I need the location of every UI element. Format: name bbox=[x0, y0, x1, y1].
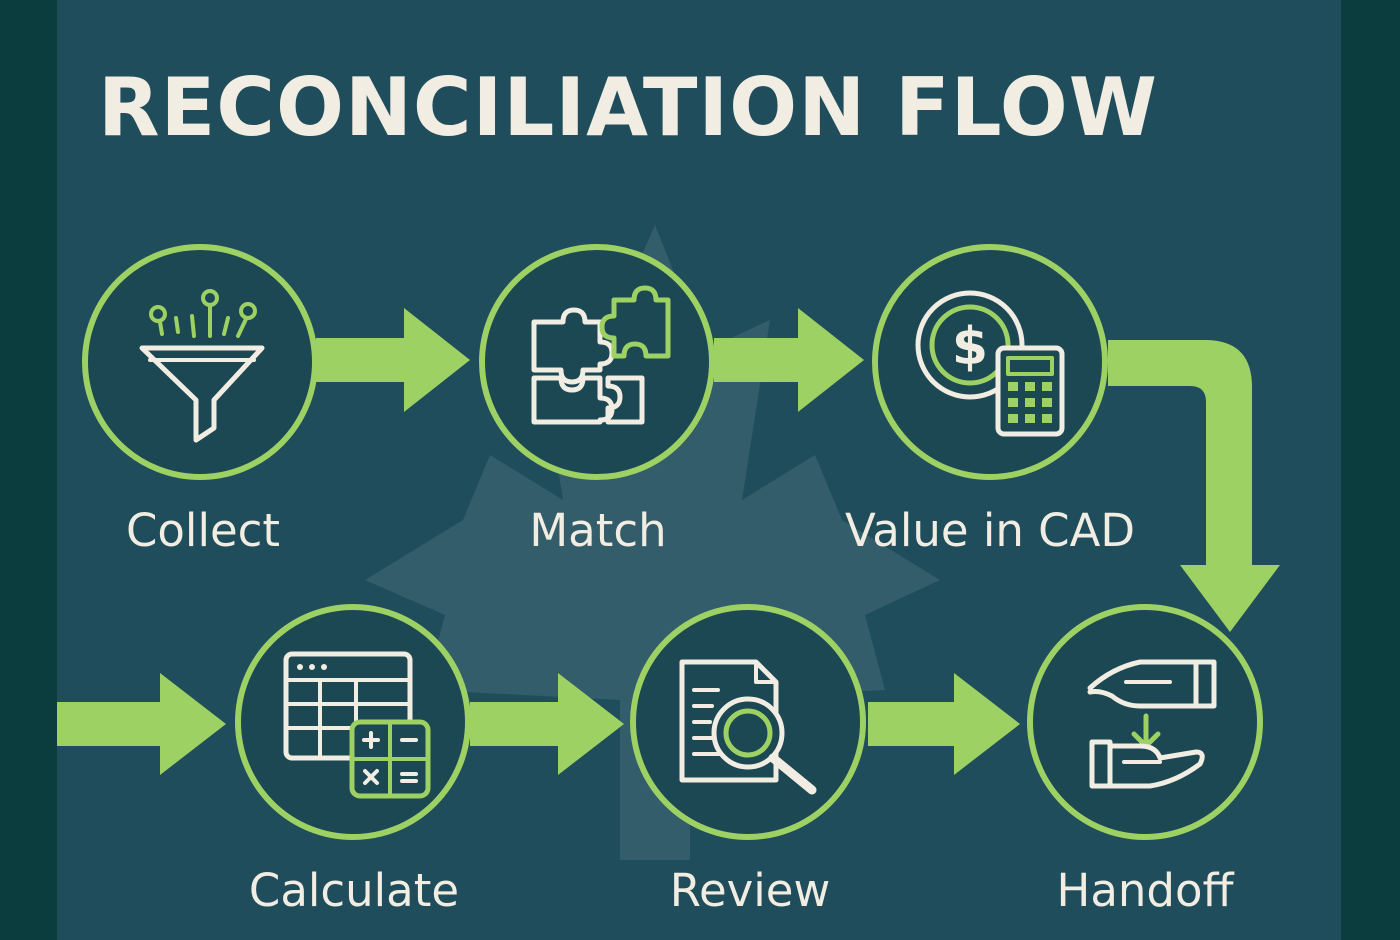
ring-calculate bbox=[235, 604, 471, 840]
arrow-collect-to-match bbox=[316, 308, 470, 412]
coin-calculator-icon: $ bbox=[915, 290, 1065, 437]
step-label-value-in-cad: Value in CAD bbox=[844, 504, 1136, 557]
step-label-collect: Collect bbox=[125, 504, 281, 557]
step-label-calculate: Calculate bbox=[248, 864, 460, 917]
document-magnifier-icon bbox=[679, 659, 817, 795]
maple-leaf-icon bbox=[365, 225, 940, 860]
ring-match bbox=[479, 244, 715, 480]
puzzle-icon bbox=[531, 285, 671, 425]
hand-handoff-icon bbox=[1087, 659, 1217, 789]
step-label-review: Review bbox=[669, 864, 831, 917]
arrow-review-to-handoff bbox=[868, 673, 1020, 775]
svg-text:$: $ bbox=[952, 317, 988, 377]
arrow-into-calculate bbox=[57, 673, 226, 775]
step-label-match: Match bbox=[529, 504, 667, 557]
ring-value-in-cad bbox=[872, 244, 1108, 480]
funnel-icon bbox=[139, 289, 265, 443]
spreadsheet-calculator-icon bbox=[283, 651, 431, 799]
step-label-handoff: Handoff bbox=[1056, 864, 1234, 917]
connectors bbox=[57, 308, 1280, 775]
page-title: RECONCILIATION FLOW bbox=[98, 61, 1159, 154]
arrow-calculate-to-review bbox=[470, 673, 624, 775]
arrow-value-to-handoff bbox=[1108, 340, 1280, 632]
arrow-match-to-value bbox=[714, 308, 864, 412]
